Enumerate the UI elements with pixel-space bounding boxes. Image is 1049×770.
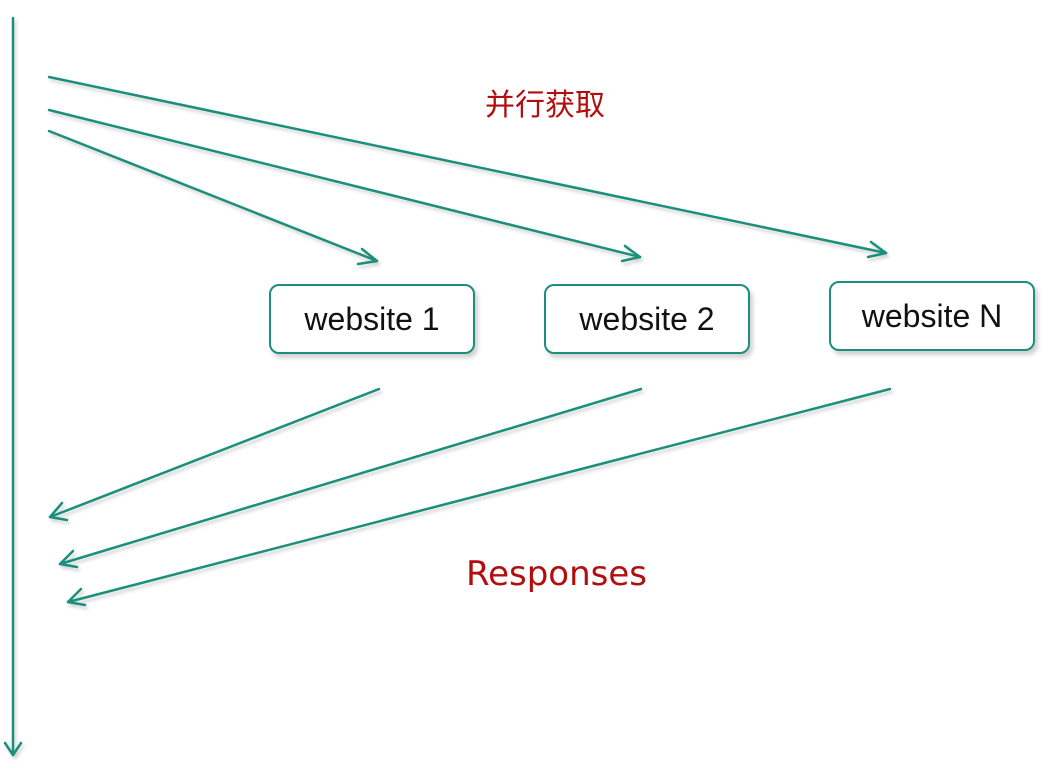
website-2-label: website 2 [579, 300, 715, 337]
timeline-arrow [3, 16, 23, 757]
request-arrow-1 [47, 129, 379, 266]
website-n-node: website N [829, 281, 1035, 351]
request-arrow-2 [47, 108, 642, 263]
request-arrow-n [47, 75, 888, 259]
response-arrow-1 [48, 387, 381, 522]
response-arrow-2 [58, 387, 643, 569]
website-1-node: website 1 [269, 284, 475, 354]
website-1-label: website 1 [304, 300, 440, 337]
website-n-label: website N [861, 297, 1003, 334]
parallel-fetch-label: 并行获取 [485, 88, 605, 123]
website-2-node: website 2 [544, 284, 750, 354]
responses-label: Responses [466, 554, 648, 594]
response-arrow-n [66, 387, 892, 607]
